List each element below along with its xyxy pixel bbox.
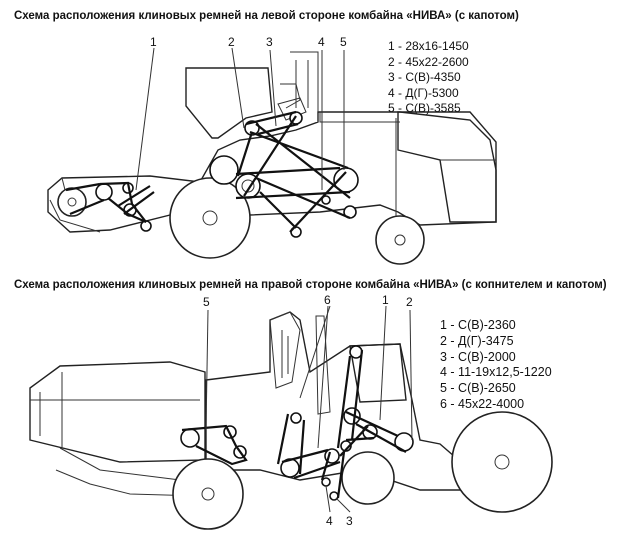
combine-body-outline-right xyxy=(205,311,471,491)
belt-4 xyxy=(235,166,351,200)
top-diagram-title: Схема расположения клиновых ремней на ле… xyxy=(14,10,519,22)
legend-item: 2 - Д(Г)-3475 xyxy=(440,333,514,348)
legend-item: 1 - 28х16-1450 xyxy=(388,39,469,53)
belt-1 xyxy=(65,182,105,216)
straw-collector xyxy=(29,361,206,463)
belt-4-right xyxy=(320,451,346,499)
callout-2: 2 xyxy=(228,35,235,49)
middle-pulley-wheel xyxy=(341,451,395,505)
bottom-diagram-title: Схема расположения клиновых ремней на пр… xyxy=(14,279,607,291)
front-wheel-left xyxy=(169,177,251,259)
callout-5: 5 xyxy=(340,35,347,49)
rear-wheel-left xyxy=(375,215,425,265)
legend-item: 4 - 11-19х12,5-1220 xyxy=(440,365,552,380)
callout-1: 1 xyxy=(150,35,157,49)
callout-6: 6 xyxy=(324,293,331,307)
bottom-belt-legend: 1 - С(В)-2360 2 - Д(Г)-3475 3 - С(В)-200… xyxy=(440,318,552,413)
belt-3-right xyxy=(339,425,375,457)
grain-hopper xyxy=(185,67,273,139)
callout-5: 5 xyxy=(203,295,210,309)
legend-item: 4 - Д(Г)-5300 xyxy=(388,85,459,100)
belt-2 xyxy=(245,110,299,136)
legend-item: 1 - С(В)-2360 xyxy=(440,318,516,332)
callout-2: 2 xyxy=(406,295,413,309)
legend-item: 2 - 45х22-2600 xyxy=(388,54,469,69)
cab-outline xyxy=(397,111,497,223)
callout-3: 3 xyxy=(346,514,353,528)
right-side-combine-drawing xyxy=(29,305,553,530)
belt-5-right xyxy=(181,424,248,466)
front-wheel-right xyxy=(451,411,553,513)
belt-3 xyxy=(249,123,351,199)
legend-item: 3 - С(В)-4350 xyxy=(388,70,461,84)
legend-item: 5 - С(В)-2650 xyxy=(440,381,516,396)
callout-4: 4 xyxy=(326,514,333,528)
legend-item: 6 - 45х22-4000 xyxy=(440,396,525,411)
rear-wheel-right xyxy=(172,458,244,530)
callout-3: 3 xyxy=(266,35,273,49)
left-side-combine-drawing xyxy=(47,47,497,265)
legend-item: 3 - С(В)-2000 xyxy=(440,349,516,364)
belt-6-right xyxy=(281,448,341,480)
callout-4: 4 xyxy=(318,35,325,49)
belt-1-right xyxy=(336,349,364,449)
belt-5 xyxy=(255,171,351,233)
engine-exhaust xyxy=(280,51,319,112)
callout-1: 1 xyxy=(382,293,389,307)
hopper-outline xyxy=(269,311,301,389)
reel-drive-pulley xyxy=(57,187,87,217)
